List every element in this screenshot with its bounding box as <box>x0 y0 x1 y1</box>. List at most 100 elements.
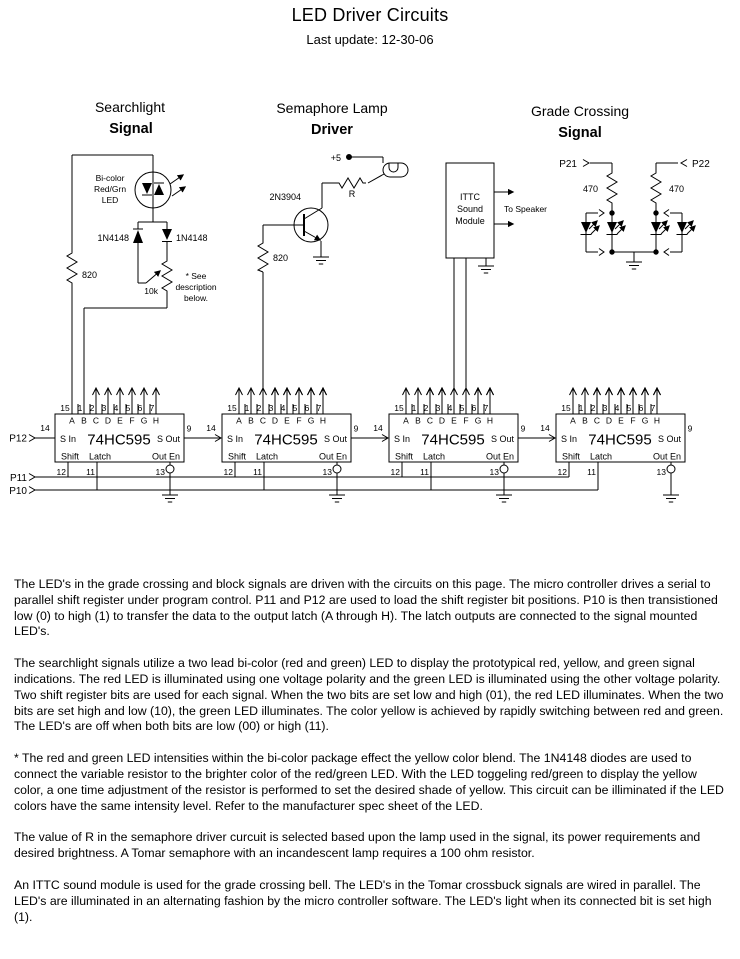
pin-letter: B <box>81 416 87 426</box>
circuit-headings: Searchlight Signal Semaphore Lamp Driver… <box>95 99 629 141</box>
pin-number: 3 <box>436 403 441 413</box>
power-node-icon <box>346 154 352 160</box>
serial-link-arrow-icon <box>381 434 389 442</box>
output-arrowhead-icon <box>140 386 148 396</box>
shift-label: Shift <box>61 452 80 462</box>
port-p12: P12 14 <box>9 423 55 445</box>
output-arrowhead-icon <box>426 386 434 396</box>
serial-out-label: S Out <box>491 434 515 444</box>
paragraph-yellow-blend: * The red and green LED intensities with… <box>14 751 724 813</box>
pin-number: 4 <box>281 403 286 413</box>
diode-up-icon <box>133 230 143 243</box>
output-arrowhead-icon <box>295 386 303 396</box>
shift-register-chip: 15 1 2 3 4 5 6 7 A B C D E F G H S In 74… <box>555 386 693 503</box>
pin-letter: H <box>320 416 326 426</box>
out-en-label: Out En <box>152 452 180 462</box>
pin-number: 4 <box>114 403 119 413</box>
pin-number: 2 <box>90 403 95 413</box>
port-p11-rail: P11 <box>10 473 569 484</box>
resistor-icon <box>66 250 78 290</box>
output-arrowhead-icon <box>128 386 136 396</box>
pin-letter: C <box>427 416 433 426</box>
pin9-label: 9 <box>187 424 192 434</box>
pin11-label: 11 <box>587 467 596 477</box>
pin11-label: 11 <box>253 467 262 477</box>
pin-number: 6 <box>305 403 310 413</box>
pin-number: 2 <box>424 403 429 413</box>
pin-letter: G <box>308 416 315 426</box>
port-p10-label: P10 <box>9 486 27 497</box>
page-title: LED Driver Circuits <box>291 5 449 25</box>
pin9-label: 9 <box>521 424 526 434</box>
parallel-wire-arrow-icon <box>663 248 670 256</box>
pin-number: 3 <box>603 403 608 413</box>
shift-register-chip: 15 1 2 3 4 5 6 7 A B C D E F G H S In 74… <box>54 386 222 503</box>
searchlight-heading: Searchlight <box>95 99 165 115</box>
parallel-wire-arrow-icon <box>598 248 605 256</box>
pin14-label: 14 <box>206 423 216 433</box>
latch-label: Latch <box>590 452 612 462</box>
semaphore-subheading: Driver <box>311 122 353 138</box>
p10-arrow-icon <box>28 486 36 494</box>
note-line-3: below. <box>184 293 208 303</box>
pin-letter: B <box>248 416 254 426</box>
ittc-sound-module: ITTC Sound Module To Speaker <box>445 162 547 414</box>
pin-letter: A <box>69 416 75 426</box>
p22-arrow-icon <box>680 159 688 167</box>
output-arrowhead-icon <box>629 386 637 396</box>
p12-arrow-icon <box>28 434 36 442</box>
bicolor-led-label-2: Red/Grn <box>94 184 126 194</box>
sound-module-box <box>445 162 495 259</box>
pin-number: 1 <box>78 403 83 413</box>
output-arrowhead-icon <box>116 386 124 396</box>
diode-left-label: 1N4148 <box>97 233 129 243</box>
pin13-label: 13 <box>657 467 667 477</box>
shift-label: Shift <box>228 452 247 462</box>
parallel-wire-arrow-icon <box>663 209 670 217</box>
output-arrowhead-icon <box>581 386 589 396</box>
serial-link-arrow-icon <box>548 434 556 442</box>
pot-resistor-icon <box>161 258 173 292</box>
pin-letter: D <box>439 416 445 426</box>
pin-number: 15 <box>394 403 404 413</box>
output-arrowhead-icon <box>152 386 160 396</box>
pin11-label: 11 <box>86 467 95 477</box>
pin-number: 3 <box>102 403 107 413</box>
pin-number: 15 <box>561 403 571 413</box>
out-en-bubble-icon <box>332 464 342 474</box>
description-text: The LED's in the grade crossing and bloc… <box>14 577 728 941</box>
pin9-label: 9 <box>688 424 693 434</box>
pin-number: 7 <box>150 403 155 413</box>
output-arrowhead-icon <box>92 386 100 396</box>
pin14-label: 14 <box>373 423 383 433</box>
pin-letter: H <box>153 416 159 426</box>
pin-number: 3 <box>269 403 274 413</box>
pin-letter: D <box>606 416 612 426</box>
resistor-left-label: 470 <box>583 184 598 194</box>
chip-name-label: 74HC595 <box>254 432 317 449</box>
pin-letter: H <box>487 416 493 426</box>
serial-link-arrow-icon <box>214 434 222 442</box>
pin12-label: 12 <box>558 467 568 477</box>
lamp-icon <box>382 162 409 178</box>
bicolor-led-label-1: Bi-color <box>96 173 125 183</box>
pin-number: 2 <box>257 403 262 413</box>
output-arrowhead-icon <box>259 386 267 396</box>
pin-letter: G <box>642 416 649 426</box>
shift-label: Shift <box>562 452 581 462</box>
pin14-label: 14 <box>540 423 550 433</box>
output-arrowhead-icon <box>486 386 494 396</box>
semaphore-circuit: +5 R 2N3904 820 <box>256 153 409 414</box>
paragraph-searchlight: The searchlight signals utilize a two le… <box>14 656 724 734</box>
grade-crossing-subheading: Signal <box>558 125 602 141</box>
port-p11-label: P11 <box>10 473 27 484</box>
pin12-label: 12 <box>57 467 67 477</box>
pin-letter: F <box>463 416 468 426</box>
output-arrowhead-icon <box>653 386 661 396</box>
pin-number: 2 <box>591 403 596 413</box>
out-en-label: Out En <box>319 452 347 462</box>
pin-letter: G <box>475 416 482 426</box>
output-arrowhead-icon <box>104 386 112 396</box>
sound-module-label-3: Module <box>455 216 485 226</box>
pin11-label: 11 <box>420 467 429 477</box>
